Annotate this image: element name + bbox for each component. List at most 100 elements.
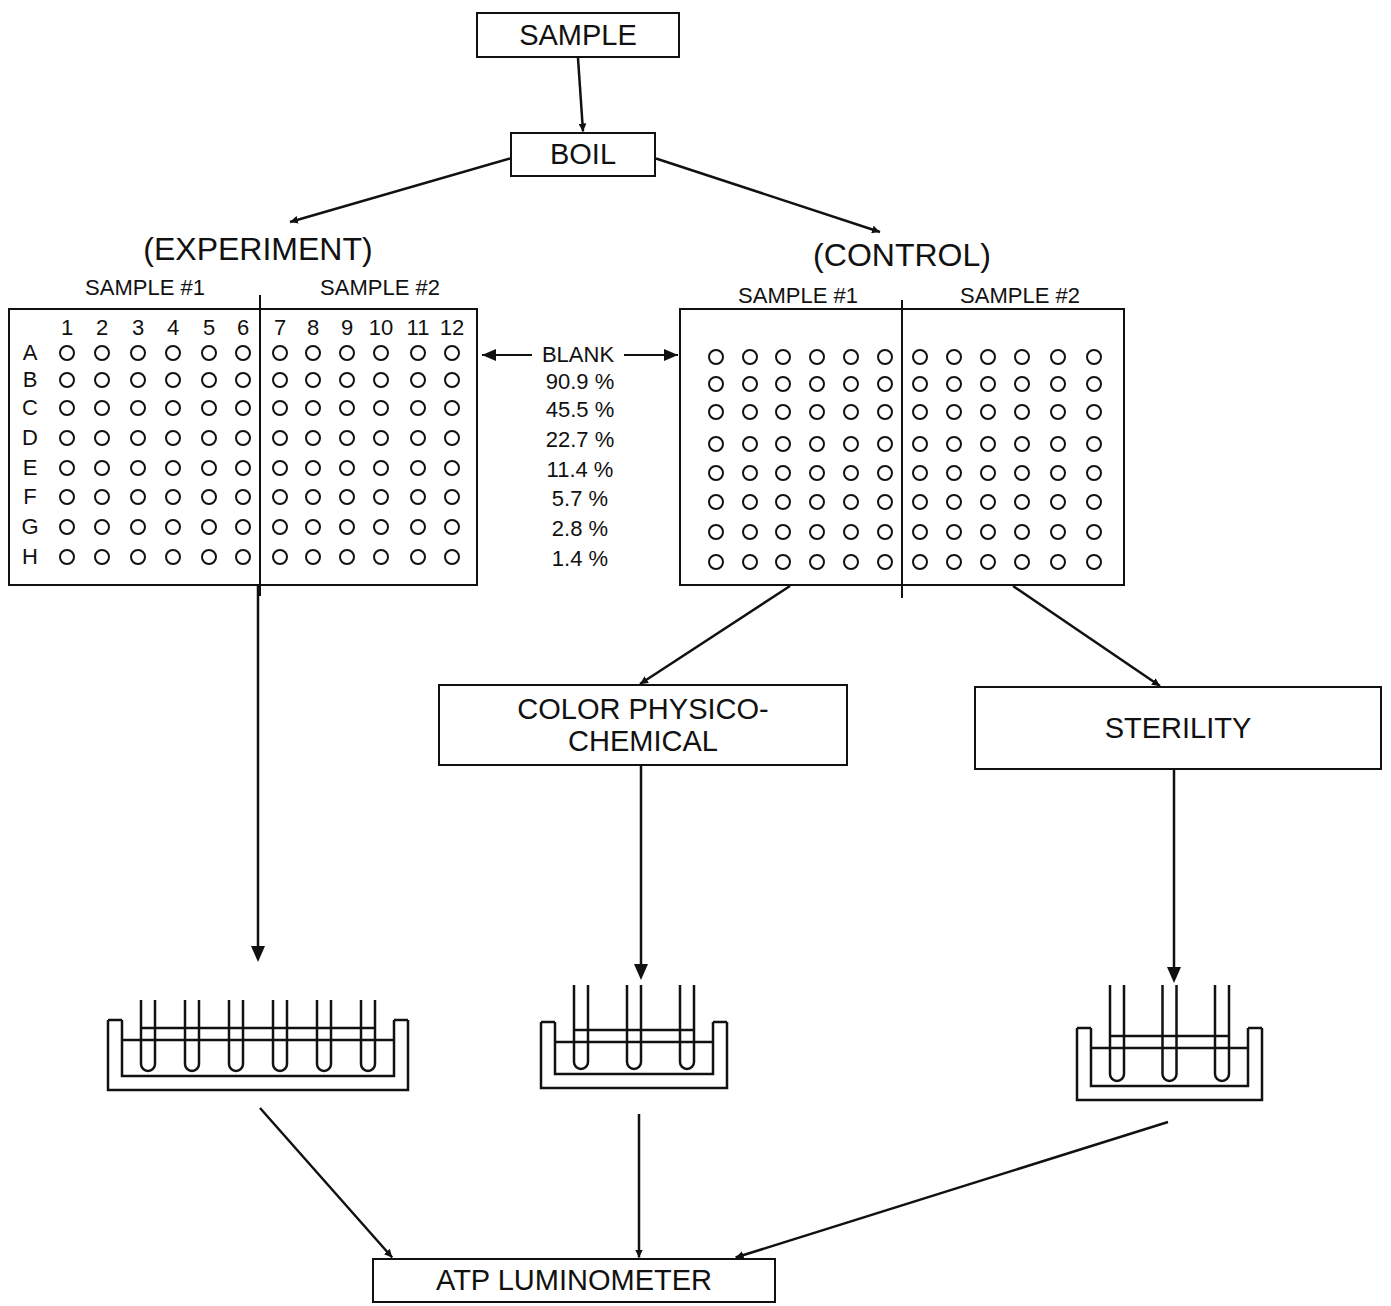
well-circle xyxy=(131,431,145,445)
test-tube xyxy=(185,1000,199,1071)
well-circle xyxy=(1051,466,1065,480)
sample-heading: SAMPLE #1 xyxy=(85,276,205,300)
well-circle xyxy=(445,346,459,360)
well-circle xyxy=(913,466,927,480)
well-circle xyxy=(131,550,145,564)
well-circle xyxy=(844,466,858,480)
well-circle xyxy=(411,461,425,475)
box-label: SAMPLE xyxy=(519,19,637,51)
well-circle xyxy=(878,405,892,419)
well-circle xyxy=(776,466,790,480)
well-circle xyxy=(202,550,216,564)
well-circle xyxy=(95,490,109,504)
well-circle xyxy=(131,461,145,475)
well-circle xyxy=(166,520,180,534)
well-circle xyxy=(844,350,858,364)
process-box: BOIL xyxy=(510,132,656,177)
well-circle xyxy=(340,401,354,415)
flow-arrow xyxy=(290,159,510,223)
column-number: 3 xyxy=(132,316,144,340)
well-circle xyxy=(273,520,287,534)
well-circle xyxy=(878,495,892,509)
well-circle xyxy=(374,550,388,564)
well-circle xyxy=(95,520,109,534)
well-circle xyxy=(776,495,790,509)
well-circle xyxy=(776,377,790,391)
test-tube xyxy=(317,1000,331,1071)
flow-arrow xyxy=(640,586,790,684)
column-number: 1 xyxy=(61,316,73,340)
well-circle xyxy=(166,490,180,504)
microplate: (CONTROL)SAMPLE #1SAMPLE #2 xyxy=(679,232,1125,586)
well-circle xyxy=(1087,350,1101,364)
rack-bar xyxy=(574,1029,694,1032)
well-circle xyxy=(445,550,459,564)
flow-arrow xyxy=(736,770,1174,1258)
box-label: STERILITY xyxy=(1105,712,1252,744)
well-circle xyxy=(1051,555,1065,569)
well-circle xyxy=(981,466,995,480)
dilution-percent: 45.5 % xyxy=(546,398,615,422)
well-circle xyxy=(445,520,459,534)
well-circle xyxy=(374,373,388,387)
flow-arrow xyxy=(639,766,641,1258)
row-letter: G xyxy=(21,515,38,539)
well-circle xyxy=(1087,466,1101,480)
well-circle xyxy=(1051,377,1065,391)
sample-heading: SAMPLE #2 xyxy=(320,276,440,300)
well-circle xyxy=(1051,350,1065,364)
test-tube xyxy=(1110,985,1124,1081)
well-circle xyxy=(913,437,927,451)
plate-divider xyxy=(259,295,261,596)
column-number: 5 xyxy=(203,316,215,340)
arrowhead xyxy=(634,964,648,980)
well-circle xyxy=(273,550,287,564)
well-circle xyxy=(743,555,757,569)
well-circle xyxy=(776,350,790,364)
column-number: 7 xyxy=(274,316,286,340)
well-circle xyxy=(374,490,388,504)
water-line xyxy=(555,1041,713,1044)
plate-heading: (CONTROL) xyxy=(813,238,991,273)
well-circle xyxy=(776,555,790,569)
well-circle xyxy=(947,555,961,569)
well-circle xyxy=(236,490,250,504)
well-circle xyxy=(709,350,723,364)
well-circle xyxy=(1015,466,1029,480)
well-circle xyxy=(981,437,995,451)
well-circle xyxy=(810,466,824,480)
well-circle xyxy=(947,350,961,364)
well-circle xyxy=(306,346,320,360)
well-circle xyxy=(709,377,723,391)
tray-rim xyxy=(1077,1027,1262,1030)
flow-arrow xyxy=(1013,586,1160,686)
well-circle xyxy=(445,461,459,475)
row-letter: H xyxy=(22,545,38,569)
flow-arrow xyxy=(258,586,392,1258)
well-circle xyxy=(202,431,216,445)
well-circle xyxy=(947,377,961,391)
well-circle xyxy=(1015,495,1029,509)
well-circle xyxy=(743,405,757,419)
process-box: COLOR PHYSICO-CHEMICAL xyxy=(438,684,848,766)
well-circle xyxy=(273,431,287,445)
well-circle xyxy=(1015,405,1029,419)
well-circle xyxy=(306,431,320,445)
well-circle xyxy=(340,373,354,387)
dilution-percent: 11.4 % xyxy=(547,458,614,482)
test-tube xyxy=(229,1000,243,1071)
well-circle xyxy=(131,520,145,534)
well-circle xyxy=(981,350,995,364)
plate-outline xyxy=(8,308,478,586)
row-letter: D xyxy=(22,426,38,450)
well-circle xyxy=(374,431,388,445)
well-circle xyxy=(1015,525,1029,539)
dilution-percent: 1.4 % xyxy=(552,547,608,571)
well-circle xyxy=(95,431,109,445)
microplate: (EXPERIMENT)SAMPLE #1SAMPLE #2 xyxy=(8,222,478,586)
well-circle xyxy=(131,490,145,504)
well-circle xyxy=(1015,437,1029,451)
well-circle xyxy=(236,346,250,360)
